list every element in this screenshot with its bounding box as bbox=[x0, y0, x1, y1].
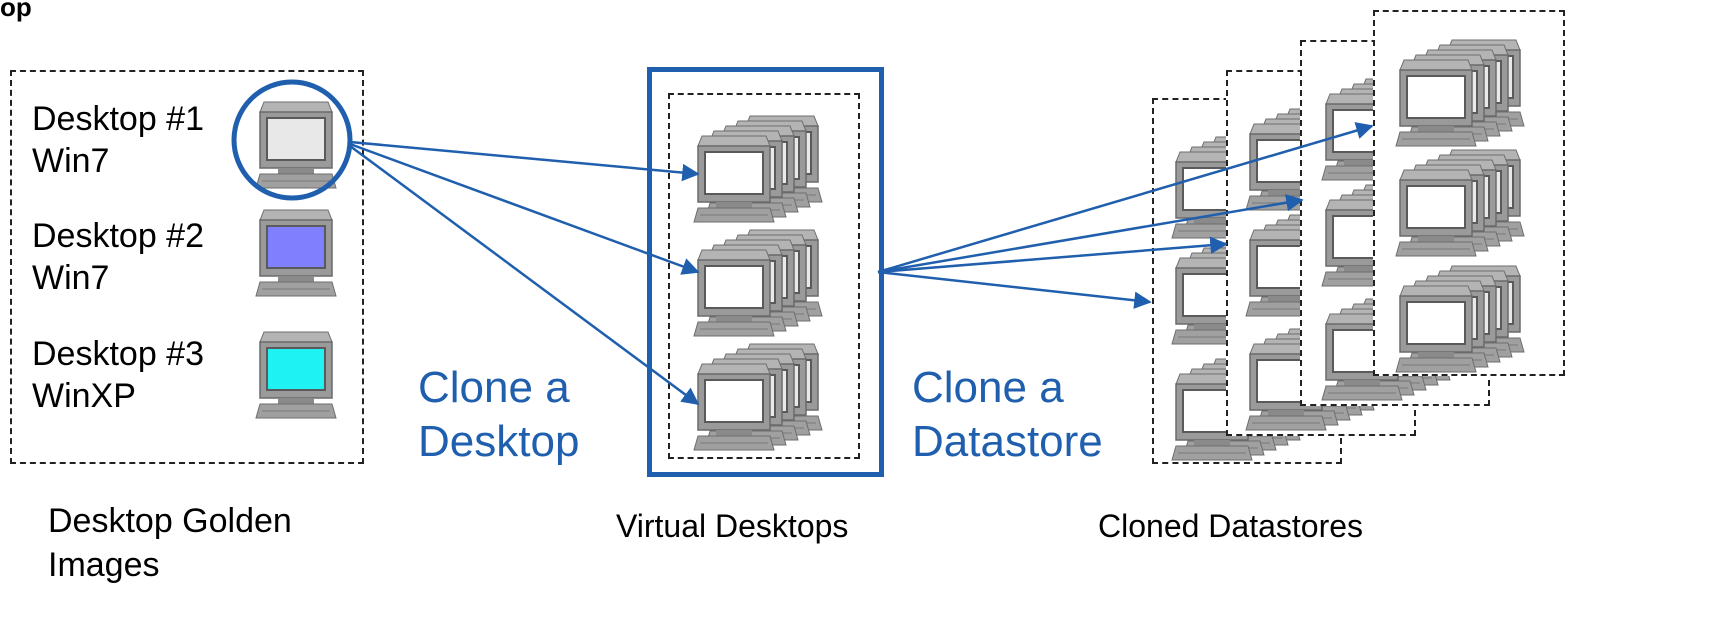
clone-datastore-line1: Clone a bbox=[912, 363, 1064, 412]
arrow-clone-desktop-2 bbox=[349, 142, 700, 275]
header-fragment: op bbox=[0, 0, 32, 22]
clone-datastore-line2: Datastore bbox=[912, 417, 1103, 466]
golden-item-2-os: Win7 bbox=[32, 259, 110, 297]
golden-item-2-name: Desktop #2 bbox=[32, 217, 204, 255]
clone-desktop-line1: Clone a bbox=[418, 363, 570, 412]
cloned-datastores-caption: Cloned Datastores bbox=[1098, 508, 1364, 544]
datastore-page-4-monitors-c bbox=[1396, 266, 1524, 372]
arrow-clone-desktop-3 bbox=[349, 144, 700, 406]
virtual-desktops-caption: Virtual Desktops bbox=[616, 508, 849, 544]
arrow-clone-datastore-4 bbox=[877, 122, 1374, 274]
datastore-page-4-monitors bbox=[1396, 40, 1524, 146]
golden-item-3-os: WinXP bbox=[32, 377, 136, 415]
clone-desktop-line2: Desktop bbox=[418, 417, 580, 466]
golden-caption-line1: Desktop Golden bbox=[48, 502, 292, 540]
datastore-page-4-monitors-b bbox=[1396, 150, 1524, 256]
golden-caption-line2: Images bbox=[48, 546, 160, 584]
golden-item-1-name: Desktop #1 bbox=[32, 100, 204, 138]
golden-item-1-os: Win7 bbox=[32, 142, 110, 180]
arrow-clone-desktop-1 bbox=[349, 140, 700, 182]
selection-circle bbox=[231, 79, 353, 201]
arrow-clone-datastore-3 bbox=[877, 194, 1304, 274]
golden-item-3-name: Desktop #3 bbox=[32, 335, 204, 373]
arrow-clone-datastore-2 bbox=[877, 236, 1228, 274]
arrow-clone-datastore-1 bbox=[877, 270, 1152, 309]
